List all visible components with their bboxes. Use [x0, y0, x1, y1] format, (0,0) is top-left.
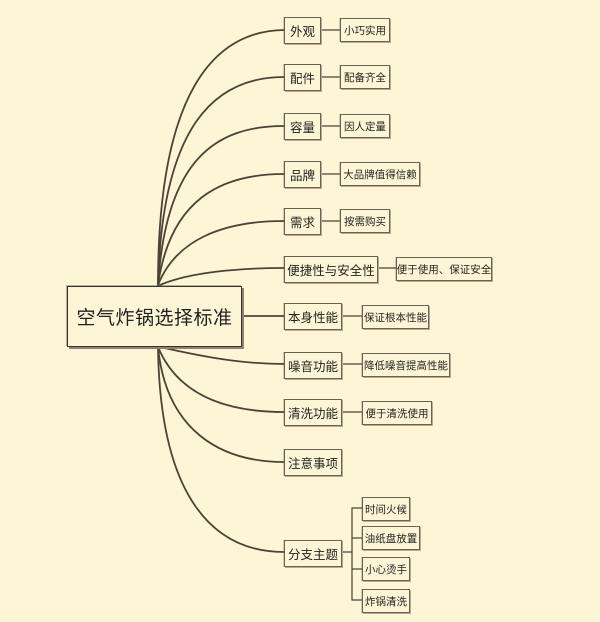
branch-connector — [157, 76, 285, 286]
leaf-node[interactable]: 油纸盘放置 — [362, 526, 420, 550]
branch-label: 噪音功能 — [287, 359, 338, 374]
leaf-label: 油纸盘放置 — [364, 532, 418, 545]
branch-connector — [157, 220, 285, 286]
leaf-node[interactable]: 便于清洗使用 — [362, 401, 432, 425]
leaf-label: 小心烫手 — [365, 563, 407, 576]
root-label: 空气炸锅选择标准 — [76, 307, 233, 329]
leaf-label: 因人定量 — [344, 120, 386, 133]
leaf-node[interactable]: 按需购买 — [340, 209, 390, 233]
leaf-node[interactable]: 大品牌值得信赖 — [340, 162, 420, 186]
branch-node-capacity[interactable]: 容量 — [284, 113, 321, 140]
leaf-node[interactable]: 保证根本性能 — [362, 305, 429, 329]
branch-node-cleaning[interactable]: 清洗功能 — [284, 399, 342, 426]
branch-connector — [159, 267, 285, 286]
branch-node-brand[interactable]: 品牌 — [284, 161, 321, 188]
branch-connector — [157, 125, 285, 286]
branch-label: 容量 — [289, 120, 315, 135]
leaf-node[interactable]: 因人定量 — [340, 114, 390, 138]
branch-label: 注意事项 — [287, 456, 338, 471]
leaf-label: 便于使用、保证安全 — [396, 263, 492, 276]
branch-connector — [157, 173, 285, 286]
branch-connector — [159, 346, 285, 365]
leaf-node[interactable]: 配备齐全 — [340, 65, 390, 89]
leaf-label: 小巧实用 — [344, 24, 386, 37]
branch-label: 品牌 — [289, 168, 315, 183]
leaf-node[interactable]: 小心烫手 — [362, 557, 410, 581]
leaf-label: 保证根本性能 — [364, 311, 427, 324]
leaf-node[interactable]: 小巧实用 — [340, 18, 390, 42]
leaf-label: 按需购买 — [344, 215, 386, 228]
branch-node-performance[interactable]: 本身性能 — [284, 303, 342, 330]
branch-label: 外观 — [289, 24, 315, 39]
branch-node-subtopic[interactable]: 分支主题 — [284, 540, 342, 567]
branch-connector — [157, 346, 285, 553]
leaf-node[interactable]: 炸锅清洗 — [362, 589, 410, 613]
branch-node-needs[interactable]: 需求 — [284, 208, 321, 235]
branch-node-convenience-safety[interactable]: 便捷性与安全性 — [284, 256, 378, 283]
branch-label: 配件 — [289, 71, 315, 86]
branch-connector — [157, 29, 285, 286]
leaf-node[interactable]: 时间火候 — [362, 497, 410, 521]
leaf-label: 炸锅清洗 — [365, 595, 407, 608]
branch-node-notes[interactable]: 注意事项 — [284, 449, 342, 476]
leaf-node[interactable]: 降低噪音提高性能 — [362, 353, 450, 377]
leaf-label: 降低噪音提高性能 — [364, 359, 448, 372]
leaf-label: 配备齐全 — [344, 71, 386, 84]
branch-node-appearance[interactable]: 外观 — [284, 17, 321, 44]
branch-node-noise[interactable]: 噪音功能 — [284, 352, 342, 379]
root-node[interactable]: 空气炸锅选择标准 — [67, 286, 242, 347]
branch-node-accessories[interactable]: 配件 — [284, 64, 321, 91]
branch-label: 分支主题 — [287, 547, 338, 562]
leaf-node[interactable]: 便于使用、保证安全 — [396, 257, 492, 281]
leaf-label: 便于清洗使用 — [365, 407, 429, 420]
branch-label: 便捷性与安全性 — [287, 263, 375, 278]
branch-connector — [157, 346, 285, 463]
branch-label: 本身性能 — [287, 310, 338, 325]
leaf-label: 大品牌值得信赖 — [343, 168, 417, 181]
branch-connector — [157, 346, 285, 413]
branch-label: 清洗功能 — [287, 406, 338, 421]
leaf-label: 时间火候 — [365, 503, 407, 516]
branch-label: 需求 — [289, 215, 315, 230]
